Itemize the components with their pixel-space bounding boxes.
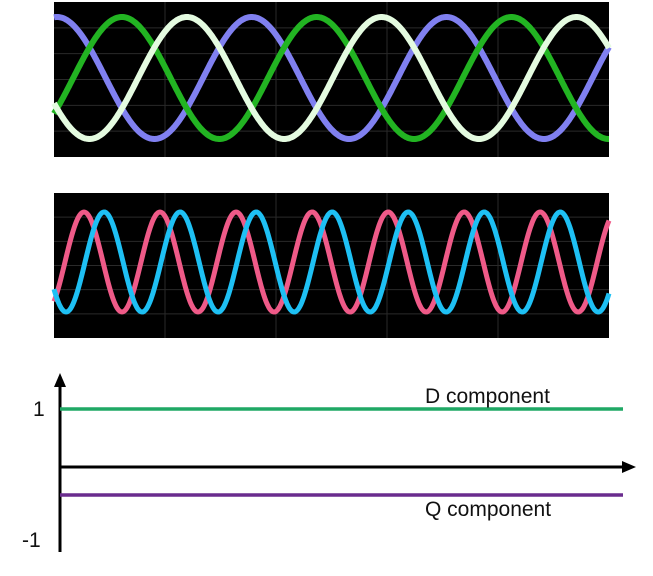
trace-phase-b [51,14,609,142]
scope-grid [54,2,609,157]
x-axis-arrow-icon [622,461,636,473]
d-component-label: D component [425,385,550,408]
dq-chart: 1 -1 D component Q component [22,373,636,552]
scope-traces [51,209,612,315]
trace-phase-a [53,14,612,142]
trace-alpha [51,209,612,315]
y-tick-pos: 1 [33,398,45,421]
scope-traces [51,14,612,142]
trace-beta [51,209,612,315]
q-component-label: Q component [425,498,551,521]
trace-phase-c [51,14,612,142]
y-axis-arrow-icon [54,373,66,387]
three-phase-scope [51,2,612,157]
alpha-beta-scope [51,193,612,338]
y-tick-neg: -1 [22,529,41,552]
